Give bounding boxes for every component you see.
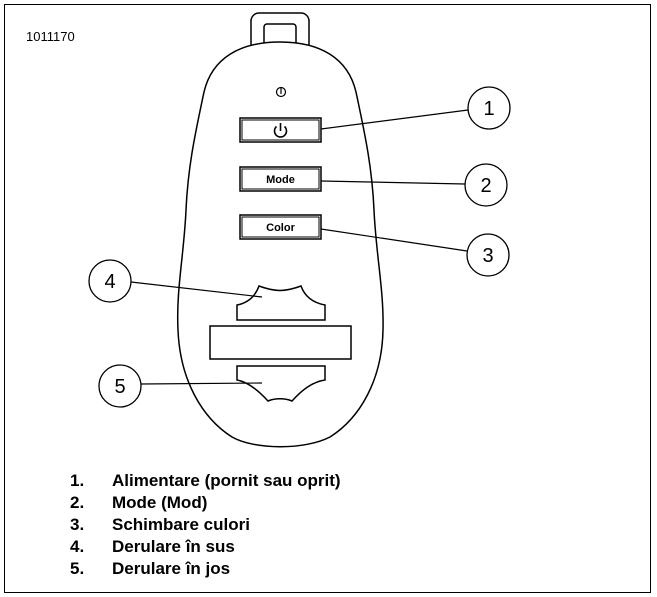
legend-number: 5.: [70, 559, 85, 578]
scroll-up-button[interactable]: [236, 285, 326, 321]
legend-list: 1. Alimentare (pornit sau oprit) 2. Mode (…: [70, 470, 341, 580]
legend-text: Alimentare (pornit sau oprit): [112, 471, 341, 490]
legend-number: 2.: [70, 493, 85, 512]
legend-item: 2. Mode (Mod): [70, 492, 341, 514]
legend-text: Derulare în jos: [112, 559, 231, 578]
callout-1: 1: [467, 86, 511, 130]
center-bar: [209, 325, 352, 360]
legend-item: 3. Schimbare culori: [70, 514, 341, 536]
svg-text:2: 2: [480, 175, 491, 197]
power-button[interactable]: [239, 117, 322, 143]
legend-item: 1. Alimentare (pornit sau oprit): [70, 470, 341, 492]
svg-text:4: 4: [104, 271, 115, 293]
scroll-down-button[interactable]: [236, 365, 326, 402]
color-button-label: Color: [266, 222, 295, 234]
callout-4: 4: [88, 259, 132, 303]
legend-text: Mode (Mod): [112, 493, 208, 512]
led-indicator-icon: [275, 86, 287, 98]
leader-lines: [130, 109, 469, 385]
legend-item: 5. Derulare în jos: [70, 558, 341, 580]
svg-text:3: 3: [482, 245, 493, 267]
svg-text:1: 1: [483, 98, 494, 120]
color-button[interactable]: Color: [239, 214, 322, 240]
legend-number: 1.: [70, 471, 85, 490]
legend-text: Derulare în sus: [112, 537, 235, 556]
callout-3: 3: [466, 233, 510, 277]
callout-5: 5: [98, 364, 142, 408]
mode-button-label: Mode: [266, 174, 295, 186]
mode-button[interactable]: Mode: [239, 166, 322, 192]
figure-id: 1011170: [26, 29, 75, 44]
power-icon: [273, 123, 288, 138]
svg-text:5: 5: [114, 376, 125, 398]
legend-number: 3.: [70, 515, 85, 534]
legend-text: Schimbare culori: [112, 515, 250, 534]
callout-2: 2: [464, 163, 508, 207]
legend-item: 4. Derulare în sus: [70, 536, 341, 558]
legend-number: 4.: [70, 537, 85, 556]
